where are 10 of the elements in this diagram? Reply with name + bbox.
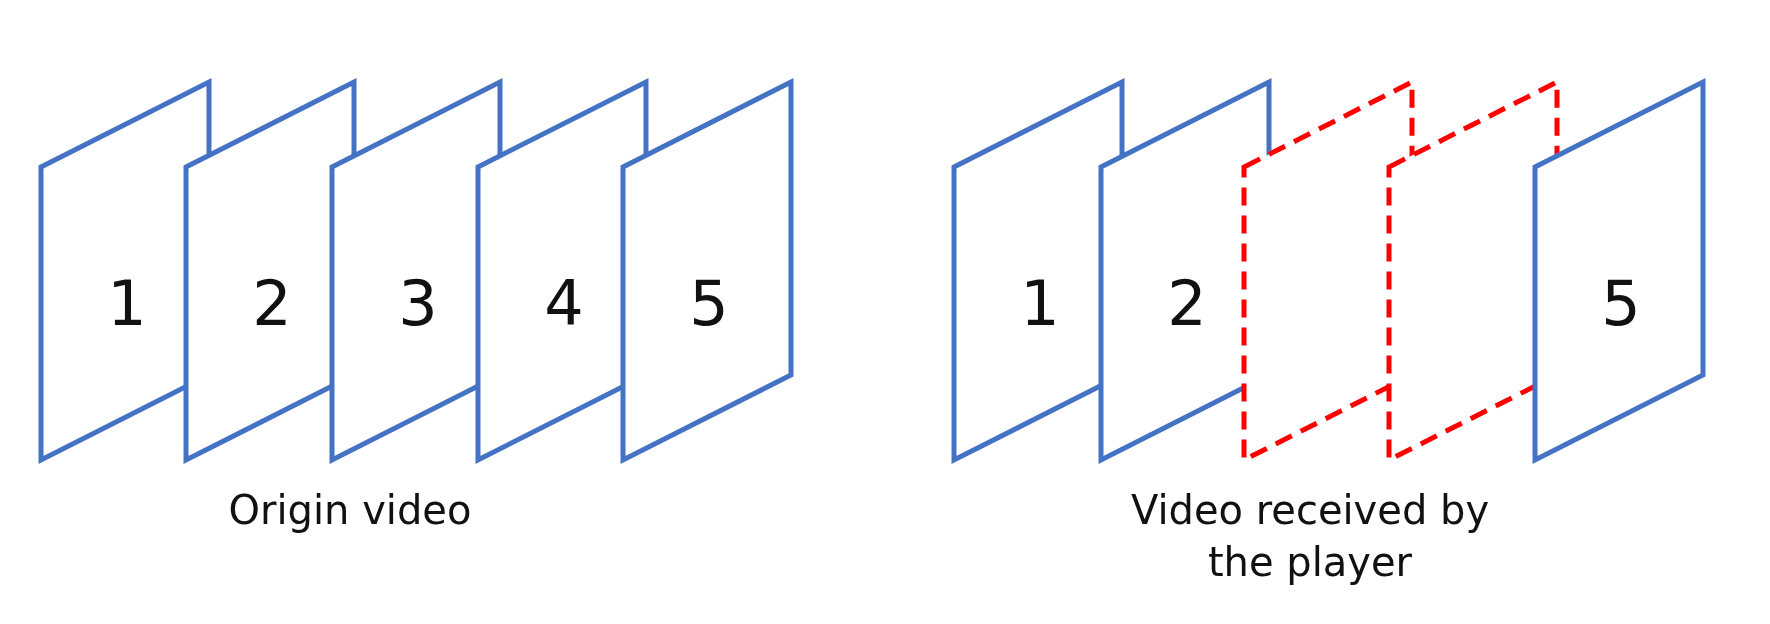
frame-number: 1 [107, 273, 147, 335]
frame-number: 5 [1601, 273, 1641, 335]
frame-number: 3 [398, 273, 438, 335]
caption-text: Video received by the player [1129, 486, 1491, 587]
frame-number: 5 [689, 273, 729, 335]
frame-number: 1 [1020, 273, 1060, 335]
caption-text: Origin video [227, 486, 473, 535]
frame-number: 2 [1167, 273, 1207, 335]
frame-number: 2 [252, 273, 292, 335]
frame-number: 4 [544, 273, 584, 335]
